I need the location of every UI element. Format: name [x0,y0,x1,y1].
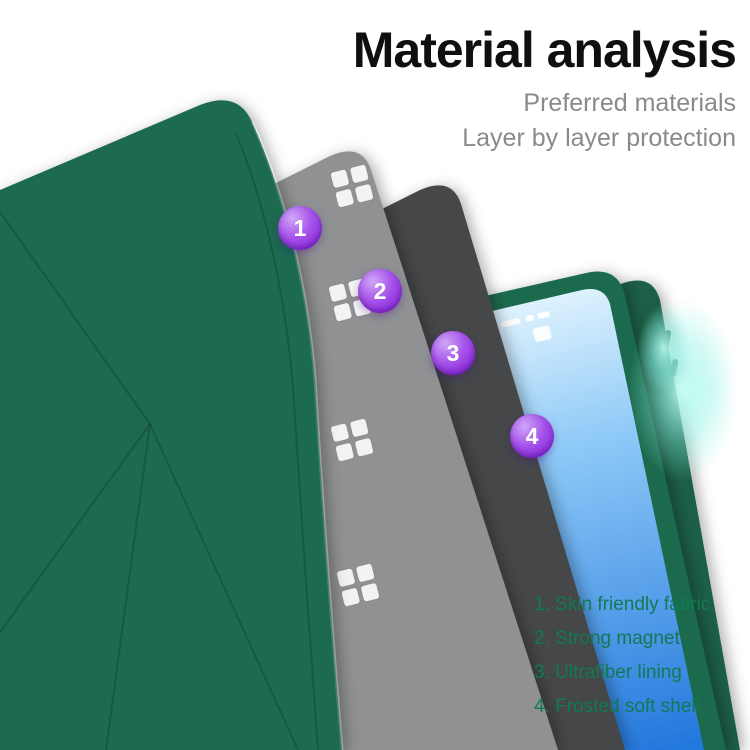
legend-item-shell: 4. Frosted soft shell [534,696,700,717]
legend-item-lining: 3. Ultrafiber lining [534,662,682,683]
cover-layer [0,100,344,750]
status-icons [500,311,552,342]
subtitle-line-1: Preferred materials [523,89,736,117]
badge-4: 4 [510,414,554,458]
page-title: Material analysis [352,22,737,78]
fold-creases [0,133,319,750]
magnet-layer [272,151,558,750]
magnet-squares-icon [328,164,380,607]
badge-4-number: 4 [525,422,539,449]
legend-item-magnet: 2. Strong magnet [534,628,680,649]
tablet-screen [466,288,704,750]
badge-3-number: 3 [446,339,460,366]
cover-edge-highlight [250,121,344,750]
badge-2: 2 [358,269,402,313]
subtitle: Preferred materials Layer by layer prote… [353,86,736,156]
badge-1: 1 [278,206,322,250]
tablet [452,271,726,750]
badge-2-number: 2 [373,277,387,304]
subtitle-line-2: Layer by layer protection [462,124,736,152]
header: Material analysis Preferred materials La… [352,20,737,156]
badge-1-number: 1 [293,214,307,241]
cover-sheet [0,100,342,750]
legend: 1. Skin friendly fabric 2. Strong magnet… [534,588,710,724]
badge-3: 3 [431,331,475,375]
glow-effect [628,298,738,482]
legend-item-fabric: 1. Skin friendly fabric [534,594,711,615]
